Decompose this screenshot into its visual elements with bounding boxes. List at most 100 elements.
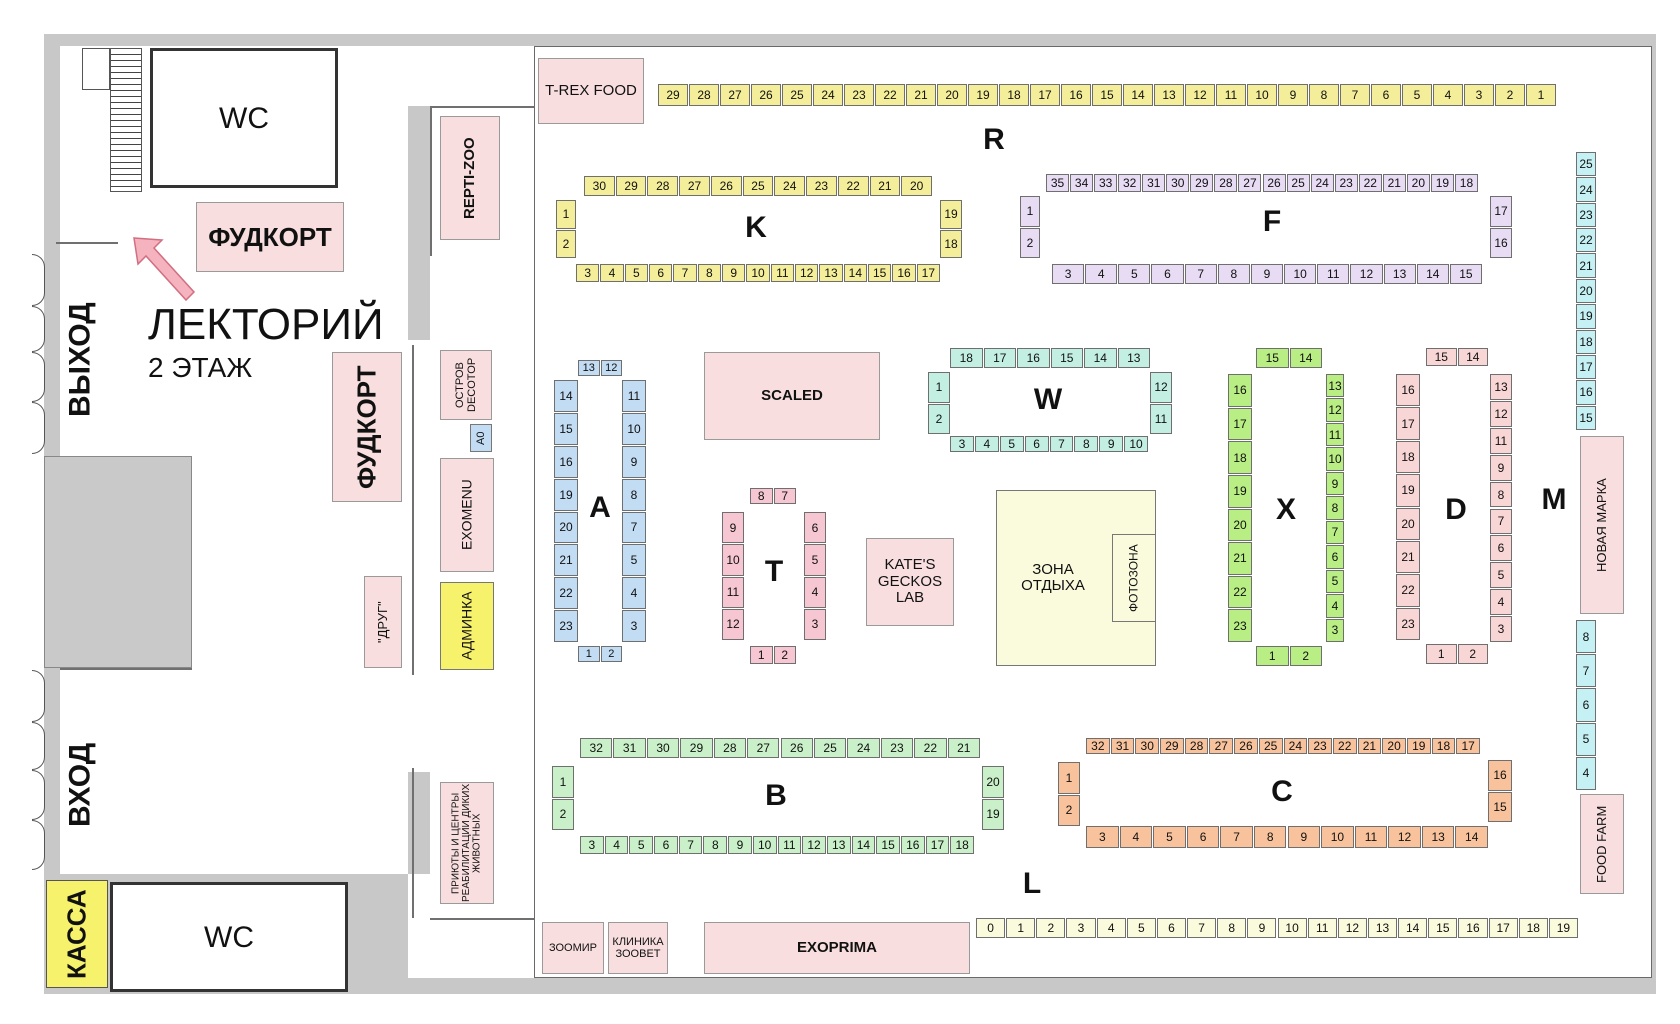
- stall-a-right-3[interactable]: 3: [622, 610, 646, 642]
- stall-a-right-8[interactable]: 8: [622, 478, 646, 511]
- stall-l-6[interactable]: 6: [1156, 918, 1187, 938]
- stall-k-bottom-16[interactable]: 16: [892, 264, 916, 282]
- stall-b-bottom-16[interactable]: 16: [900, 836, 925, 854]
- stall-w-bottom-4[interactable]: 4: [974, 436, 999, 452]
- stall-d-right-9[interactable]: 9: [1490, 454, 1512, 481]
- stall-m-bottom-5[interactable]: 5: [1576, 722, 1596, 756]
- stall-a-top-12[interactable]: 12: [600, 360, 622, 376]
- stall-m-bottom-6[interactable]: 6: [1576, 688, 1596, 722]
- stall-c-bottom-13[interactable]: 13: [1421, 826, 1455, 848]
- stall-l-4[interactable]: 4: [1096, 918, 1126, 938]
- stall-r-7[interactable]: 7: [1340, 84, 1370, 106]
- stall-d-left-18[interactable]: 18: [1396, 440, 1420, 474]
- stall-d-left-21[interactable]: 21: [1396, 540, 1420, 574]
- stall-d-top-14[interactable]: 14: [1457, 348, 1488, 366]
- stall-b-top-32[interactable]: 32: [580, 738, 613, 758]
- stall-x-right-9[interactable]: 9: [1326, 471, 1344, 496]
- stall-d-right-3[interactable]: 3: [1490, 616, 1512, 642]
- stall-f-bottom-10[interactable]: 10: [1284, 264, 1317, 284]
- stall-c-top-25[interactable]: 25: [1258, 738, 1283, 754]
- stall-c-top-30[interactable]: 30: [1135, 738, 1160, 754]
- stall-f-top-23[interactable]: 23: [1334, 174, 1358, 192]
- stall-k-bottom-5[interactable]: 5: [624, 264, 648, 282]
- stall-c-top-22[interactable]: 22: [1332, 738, 1357, 754]
- stall-a-right-7[interactable]: 7: [622, 511, 646, 544]
- stall-b-right-19[interactable]: 19: [982, 798, 1004, 830]
- stall-a-left-19[interactable]: 19: [554, 478, 578, 511]
- stall-l-7[interactable]: 7: [1187, 918, 1217, 938]
- zoomir-booth[interactable]: ЗООМИР: [542, 922, 604, 974]
- stall-x-right-10[interactable]: 10: [1326, 447, 1344, 471]
- stall-k-bottom-15[interactable]: 15: [868, 264, 892, 282]
- stall-b-bottom-6[interactable]: 6: [654, 836, 678, 854]
- stall-c-bottom-10[interactable]: 10: [1321, 826, 1354, 848]
- door-icon[interactable]: [32, 254, 45, 306]
- stall-a-right-4[interactable]: 4: [622, 577, 646, 610]
- stall-x-right-13[interactable]: 13: [1326, 374, 1344, 398]
- stall-r-3[interactable]: 3: [1464, 84, 1494, 106]
- stall-w-bottom-7[interactable]: 7: [1049, 436, 1074, 452]
- stall-f-top-18[interactable]: 18: [1454, 174, 1478, 192]
- stall-k-top-21[interactable]: 21: [869, 176, 901, 196]
- stall-r-22[interactable]: 22: [875, 84, 905, 106]
- stall-t-left-11[interactable]: 11: [722, 576, 744, 608]
- stall-l-15[interactable]: 15: [1428, 918, 1458, 938]
- stall-d-bottom-1[interactable]: 1: [1426, 644, 1457, 664]
- stall-d-left-20[interactable]: 20: [1396, 507, 1420, 540]
- stall-k-left-2[interactable]: 2: [556, 229, 576, 258]
- stall-a-bottom-2[interactable]: 2: [600, 646, 622, 662]
- stall-x-left-20[interactable]: 20: [1228, 508, 1252, 542]
- stall-w-top-13[interactable]: 13: [1117, 348, 1150, 368]
- klinika-booth[interactable]: КЛИНИКА ЗООВЕТ: [608, 922, 668, 974]
- stall-k-top-28[interactable]: 28: [647, 176, 679, 196]
- stall-x-left-17[interactable]: 17: [1228, 407, 1252, 441]
- stall-r-29[interactable]: 29: [658, 84, 688, 106]
- stall-c-top-27[interactable]: 27: [1209, 738, 1234, 754]
- stall-k-bottom-13[interactable]: 13: [819, 264, 843, 282]
- foodcourt-side[interactable]: ФУДКОРТ: [332, 352, 402, 502]
- stall-r-2[interactable]: 2: [1495, 84, 1525, 106]
- stall-d-right-13[interactable]: 13: [1490, 374, 1512, 400]
- door-icon[interactable]: [32, 820, 45, 870]
- kates-geckos-booth[interactable]: KATE'S GECKOS LAB: [866, 538, 954, 626]
- stall-m-top-18[interactable]: 18: [1576, 329, 1596, 354]
- stall-c-right-16[interactable]: 16: [1488, 760, 1512, 791]
- stall-d-right-4[interactable]: 4: [1490, 589, 1512, 616]
- stall-d-right-5[interactable]: 5: [1490, 562, 1512, 589]
- stall-k-bottom-6[interactable]: 6: [649, 264, 673, 282]
- stall-c-bottom-8[interactable]: 8: [1253, 826, 1287, 848]
- stall-m-top-16[interactable]: 16: [1576, 380, 1596, 405]
- stall-c-right-15[interactable]: 15: [1488, 791, 1512, 822]
- stall-b-top-24[interactable]: 24: [847, 738, 880, 758]
- stall-x-left-23[interactable]: 23: [1228, 609, 1252, 642]
- stall-b-bottom-3[interactable]: 3: [580, 836, 604, 854]
- stall-w-left-1[interactable]: 1: [928, 372, 950, 403]
- stall-w-right-12[interactable]: 12: [1150, 372, 1172, 403]
- stall-f-bottom-3[interactable]: 3: [1052, 264, 1085, 284]
- stall-b-top-29[interactable]: 29: [680, 738, 713, 758]
- stall-b-left-2[interactable]: 2: [552, 798, 574, 830]
- stall-k-top-24[interactable]: 24: [774, 176, 806, 196]
- kassa-booth[interactable]: КАССА: [46, 880, 108, 988]
- stall-x-top-14[interactable]: 14: [1289, 348, 1322, 368]
- stall-r-1[interactable]: 1: [1526, 84, 1556, 106]
- stall-b-top-25[interactable]: 25: [813, 738, 847, 758]
- stall-w-left-2[interactable]: 2: [928, 403, 950, 434]
- stall-r-18[interactable]: 18: [999, 84, 1029, 106]
- stall-w-bottom-9[interactable]: 9: [1099, 436, 1124, 452]
- stall-d-left-22[interactable]: 22: [1396, 574, 1420, 607]
- stall-f-top-19[interactable]: 19: [1430, 174, 1454, 192]
- stall-k-top-20[interactable]: 20: [901, 176, 932, 196]
- stall-m-top-25[interactable]: 25: [1576, 152, 1596, 177]
- stall-k-bottom-8[interactable]: 8: [697, 264, 721, 282]
- stall-x-left-18[interactable]: 18: [1228, 441, 1252, 474]
- stall-b-top-21[interactable]: 21: [947, 738, 980, 758]
- stall-c-top-19[interactable]: 19: [1406, 738, 1431, 754]
- stall-r-8[interactable]: 8: [1309, 84, 1339, 106]
- stall-r-12[interactable]: 12: [1185, 84, 1215, 106]
- stall-c-top-28[interactable]: 28: [1184, 738, 1209, 754]
- stall-f-bottom-13[interactable]: 13: [1383, 264, 1416, 284]
- stall-r-19[interactable]: 19: [968, 84, 998, 106]
- a0-booth[interactable]: A0: [470, 424, 492, 452]
- stall-d-right-7[interactable]: 7: [1490, 508, 1512, 535]
